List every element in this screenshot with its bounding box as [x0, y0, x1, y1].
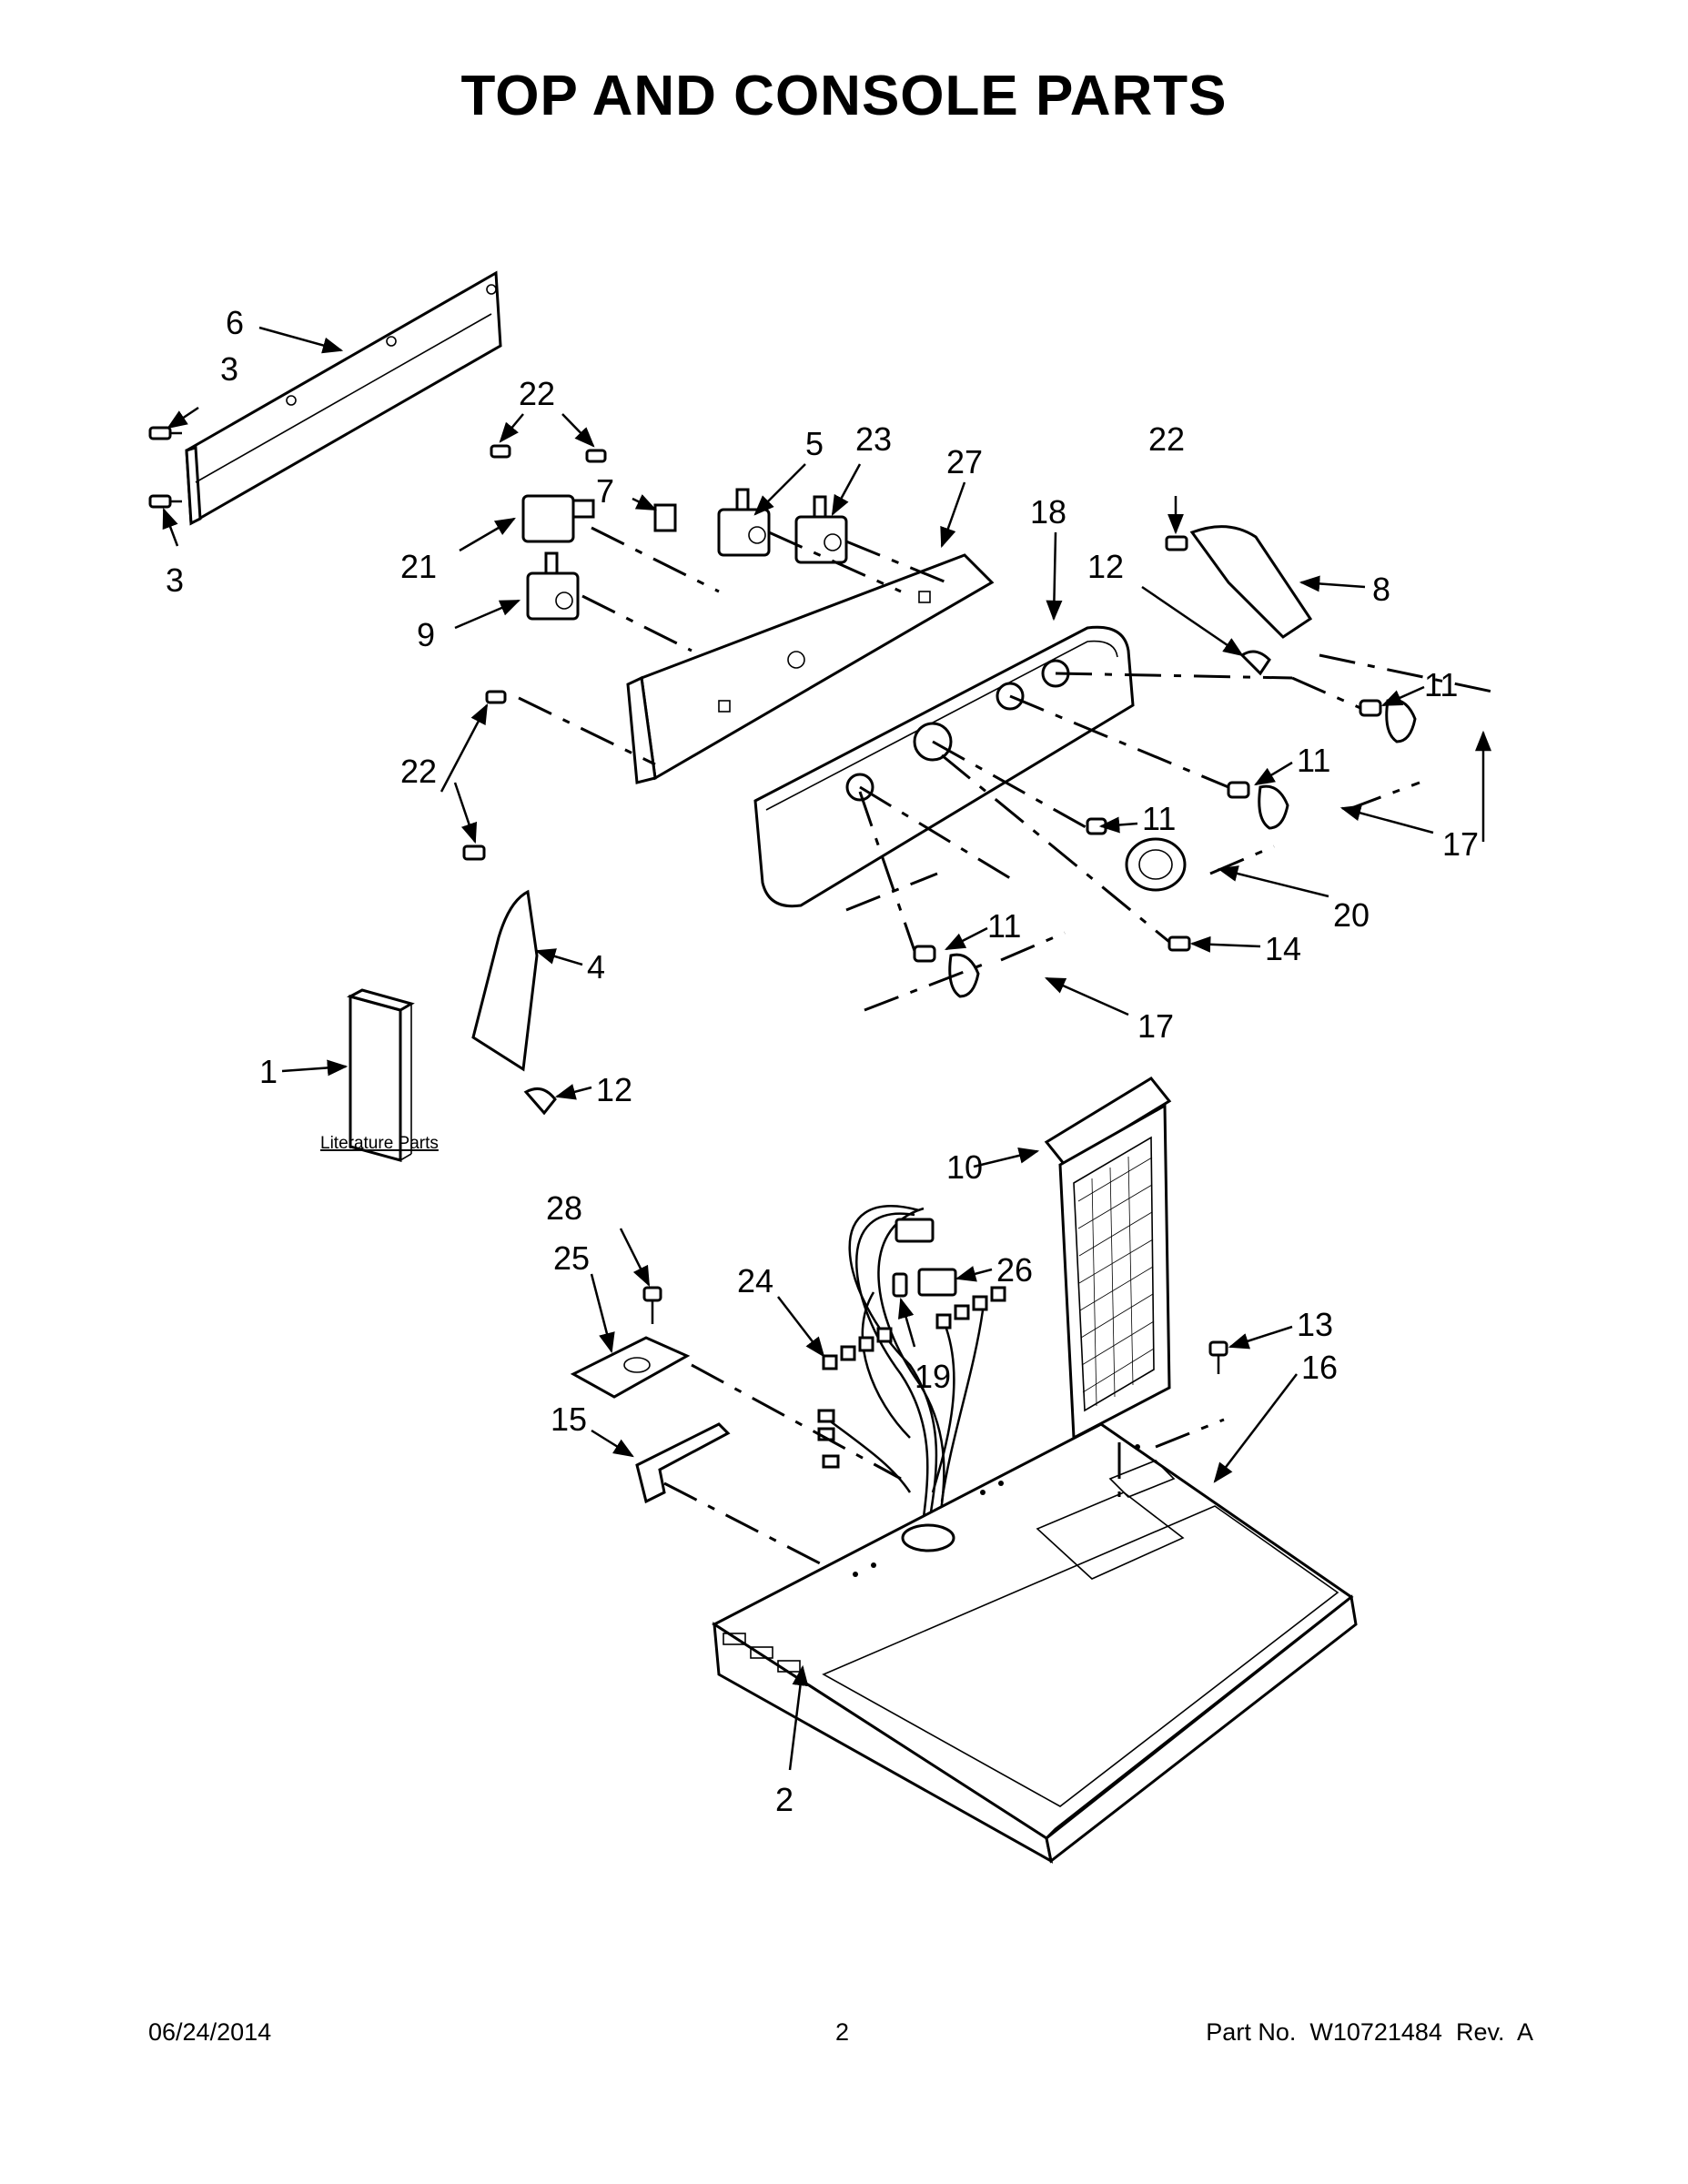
callout-26: 26	[996, 1251, 1033, 1289]
callout-11: 11	[987, 907, 1021, 945]
callout-2: 2	[775, 1781, 793, 1818]
callout-13: 13	[1297, 1306, 1333, 1343]
part-26-terminal-block	[917, 1268, 957, 1297]
callout-labels: 6 3 3 22 7 21 9 5 23 27 18 22 12 8 11 11…	[166, 304, 1479, 1818]
callout-22: 22	[400, 753, 437, 790]
callout-12: 12	[1087, 548, 1124, 585]
footer-date: 06/24/2014	[148, 2018, 272, 2046]
part-6-rear-bracket	[185, 270, 502, 526]
callout-7: 7	[596, 472, 614, 510]
callout-10: 10	[946, 1148, 983, 1186]
part-9-switch	[526, 551, 580, 621]
callout-28: 28	[546, 1189, 582, 1227]
leader-lines	[162, 326, 1491, 1771]
part-24-wire-harness	[817, 1205, 1006, 1539]
page-title: TOP AND CONSOLE PARTS	[460, 65, 1228, 127]
part-13-screw	[1208, 1340, 1228, 1374]
part-14-screw	[1167, 935, 1191, 952]
part-17-knob-right	[1359, 698, 1417, 743]
callout-11: 11	[1424, 666, 1458, 703]
callout-3: 3	[220, 350, 238, 388]
part-18-console-housing	[753, 625, 1135, 908]
part-15-bracket	[635, 1422, 731, 1504]
part-1-literature	[346, 988, 415, 1162]
part-28-screw	[642, 1286, 662, 1324]
literature-parts-label: Literature Parts	[320, 1134, 439, 1153]
callout-23: 23	[855, 420, 892, 458]
callout-4: 4	[587, 948, 605, 986]
callout-6: 6	[226, 304, 244, 341]
callout-19: 19	[915, 1358, 951, 1395]
callout-3: 3	[166, 561, 184, 599]
callout-1: 1	[259, 1053, 278, 1090]
callout-16: 16	[1301, 1349, 1338, 1386]
callout-20: 20	[1333, 896, 1370, 934]
callout-5: 5	[805, 425, 824, 462]
part-22-screws-left	[485, 444, 607, 704]
callout-11: 11	[1297, 742, 1330, 779]
callout-24: 24	[737, 1262, 773, 1299]
callout-15: 15	[551, 1400, 587, 1438]
part-25-bracket	[570, 1336, 691, 1399]
part-3-screws	[148, 426, 182, 509]
part-17-knob-left	[913, 945, 980, 998]
callout-25: 25	[553, 1239, 590, 1277]
callout-18: 18	[1030, 493, 1066, 531]
part-7-clip	[653, 503, 677, 532]
part-5-switch	[717, 488, 771, 557]
part-23-switch	[794, 495, 848, 564]
part-4-left-end-cap	[462, 844, 539, 1072]
footer-part-number: Part No. W10721484 Rev. A	[1206, 2018, 1533, 2046]
callout-21: 21	[400, 548, 437, 585]
callout-11: 11	[1142, 800, 1176, 837]
part-27-console-panel	[626, 553, 995, 784]
callout-8: 8	[1372, 571, 1390, 608]
callout-14: 14	[1265, 930, 1301, 967]
callout-22: 22	[1148, 420, 1185, 458]
part-10-lint-screen	[1044, 1077, 1172, 1441]
part-knob-middle	[1227, 781, 1289, 830]
part-21-switch	[521, 494, 595, 543]
callout-17: 17	[1442, 825, 1479, 863]
callout-17: 17	[1137, 1007, 1174, 1045]
part-19-screw	[892, 1272, 908, 1298]
callout-22: 22	[519, 375, 555, 412]
part-16-top-panel	[712, 1422, 1358, 1864]
callout-9: 9	[417, 616, 435, 653]
callout-12: 12	[596, 1071, 632, 1108]
callout-27: 27	[946, 443, 983, 480]
part-8-right-end-cap	[1165, 525, 1313, 639]
footer-page-number: 2	[835, 2018, 850, 2046]
